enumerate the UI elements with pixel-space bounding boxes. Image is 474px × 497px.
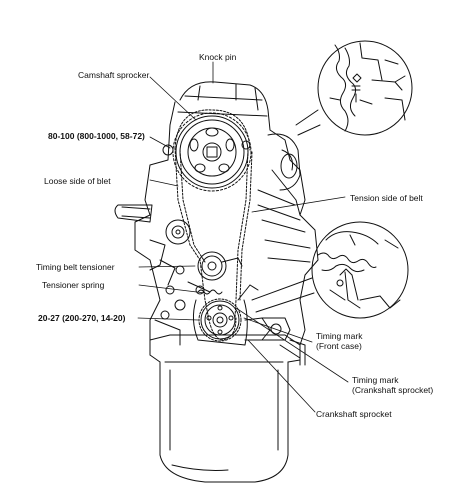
label-timing-belt-tensioner: Timing belt tensioner [36, 262, 115, 272]
label-timing-mark-front-case-line1: Timing mark [316, 331, 363, 341]
label-tensioner-torque: 20-27 (200-270, 14-20) [38, 313, 126, 323]
camshaft-sprocket-drawing [162, 112, 252, 192]
label-camshaft-torque: 80-100 (800-1000, 58-72) [48, 131, 145, 141]
label-loose-side: Loose side of blet [44, 176, 111, 186]
water-pump-bracket [114, 204, 191, 346]
oil-pan [149, 334, 301, 483]
tensioner-pulley-drawing [187, 251, 243, 295]
label-timing-mark-crankshaft-line1: Timing mark [352, 375, 399, 385]
label-timing-mark-crankshaft-line2: (Crankshaft sprocket) [352, 385, 434, 395]
label-timing-mark-front-case-line2: (Front case) [316, 341, 362, 351]
crankshaft-sprocket-drawing [192, 284, 306, 366]
detail-circle-bottom [251, 221, 409, 319]
label-timing-mark-crankshaft: Timing mark (Crankshaft sprocket) [352, 375, 433, 395]
leader-lines [137, 61, 349, 413]
label-timing-mark-front-case: Timing mark (Front case) [316, 331, 362, 351]
detail-circle-top [295, 40, 413, 136]
label-camshaft-sprocket: Camshaft sprocker [78, 70, 150, 80]
label-tensioner-spring: Tensioner spring [42, 280, 105, 290]
timing-belt-drawing [174, 109, 253, 341]
label-knock-pin: Knock pin [199, 52, 237, 62]
label-crankshaft-sprocket: Crankshaft sprocket [316, 409, 392, 419]
label-tension-side: Tension side of belt [350, 193, 423, 203]
engine-block [134, 81, 319, 346]
